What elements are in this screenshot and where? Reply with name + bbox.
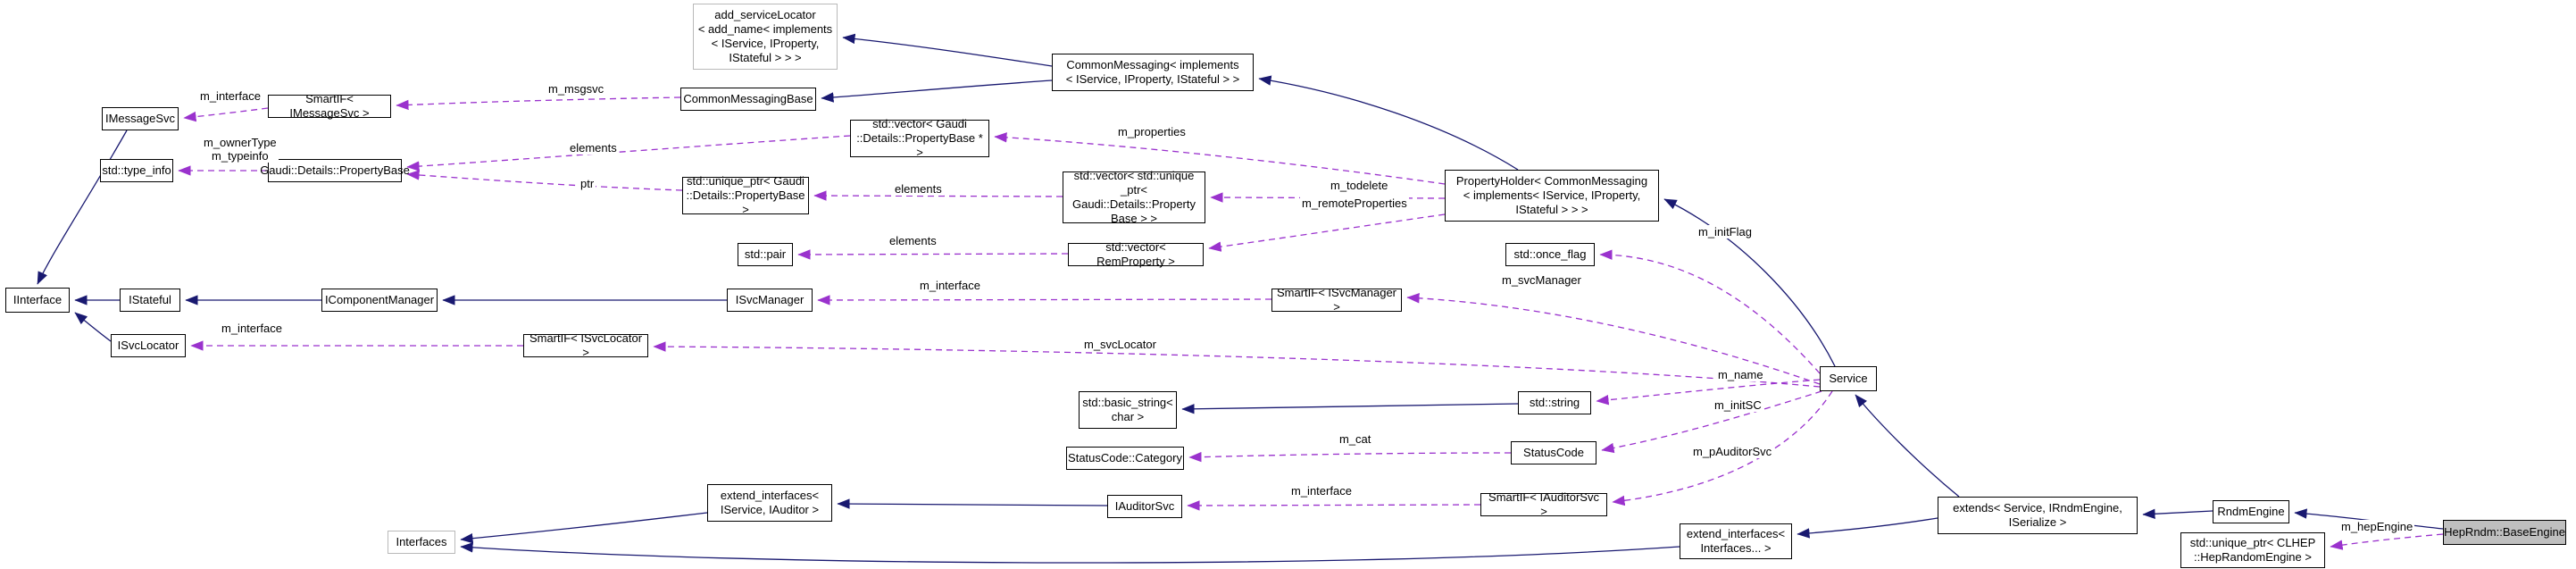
node-smartif-imessagesvc[interactable]: SmartIF< IMessageSvc >: [268, 92, 391, 120]
edge-smartif-iauditorsvc-to-iauditorsvc: [1187, 500, 1481, 511]
node-extend-interfaces-iservice-iauditor[interactable]: extend_interfaces< IService, IAuditor >: [707, 484, 832, 522]
node-iauditorsvc[interactable]: IAuditorSvc: [1107, 495, 1182, 518]
node-iinterface[interactable]: IInterface: [5, 288, 70, 313]
node-extend-interfaces-interfaces[interactable]: extend_interfaces< Interfaces... >: [1680, 523, 1792, 559]
edge-propertyholder-to-commonmessaging: [1258, 75, 1519, 171]
edge-label-elements-std-unique-ptr-propertybase: elements: [893, 182, 944, 196]
node-commonmessagingbase[interactable]: CommonMessagingBase: [680, 88, 816, 111]
edge-label-m-svcmanager-smartif-isvcmanager: m_svcManager: [1500, 273, 1583, 287]
edge-label-m-interface-imessagesvc: m_interface: [198, 89, 263, 103]
node-istateful[interactable]: IStateful: [120, 289, 180, 312]
node-std-type-info[interactable]: std::type_info: [100, 159, 173, 182]
edge-label-m-ownertype-m-typeinfo-std-type-info: m_ownerType m_typeinfo: [202, 136, 279, 163]
node-statuscode-category[interactable]: StatusCode::Category: [1066, 447, 1184, 470]
edge-label-m-name-std-string: m_name: [1716, 368, 1765, 381]
edge-commonmessagingbase-to-smartif-imessagesvc: [396, 96, 681, 111]
edge-service-to-smartif-isvcmanager: [1406, 293, 1821, 385]
node-std-once-flag[interactable]: std::once_flag: [1505, 243, 1595, 266]
node-std-unique-ptr-clhep-heprandomengine[interactable]: std::unique_ptr< CLHEP ::HepRandomEngine…: [2180, 532, 2325, 568]
edge-extend-interfaces-interfaces-to-interfaces: [460, 542, 1680, 564]
edge-commonmessaging-to-add-servicelocator: [842, 33, 1053, 67]
edge-service-to-std-string: [1596, 379, 1821, 406]
node-std-basic-string-char[interactable]: std::basic_string< char >: [1079, 391, 1177, 429]
edge-imessagesvc-to-iinterface: [37, 130, 128, 285]
edge-statuscode-to-statuscode-category: [1188, 451, 1512, 463]
node-commonmessaging[interactable]: CommonMessaging< implements < IService, …: [1052, 54, 1254, 91]
node-add-servicelocator: add_serviceLocator < add_name< implement…: [693, 4, 838, 70]
edge-label-m-pauditorsvc-smartif-iauditorsvc: m_pAuditorSvc: [1691, 445, 1774, 458]
edge-service-to-propertyholder: [1663, 198, 1836, 367]
edge-std-unique-ptr-propertybase-to-gaudi-details-propertybase: [406, 170, 683, 191]
edge-isvclocator-to-iinterface: [74, 312, 112, 342]
edge-label-m-todelete-std-vector-unique-ptr-propertybase: m_todelete: [1329, 179, 1390, 192]
node-propertyholder[interactable]: PropertyHolder< CommonMessaging < implem…: [1445, 170, 1659, 222]
edge-std-vector-remproperty-to-std-pair: [797, 249, 1069, 260]
edge-extend-interfaces-iservice-iauditor-to-interfaces: [460, 512, 708, 544]
node-smartif-isvclocator[interactable]: SmartIF< ISvcLocator >: [523, 331, 648, 359]
node-smartif-isvcmanager[interactable]: SmartIF< ISvcManager >: [1271, 286, 1402, 314]
edge-std-vector-propertybase-ptr-to-gaudi-details-propertybase: [406, 135, 851, 172]
edge-smartif-imessagesvc-to-imessagesvc: [183, 107, 269, 122]
edge-label-ptr-gaudi-details-propertybase: ptr: [579, 177, 596, 190]
node-rndmengine[interactable]: RndmEngine: [2213, 500, 2289, 523]
edge-rndmengine-to-extends-service-irndmengine-iserialize: [2142, 508, 2213, 520]
edge-service-to-smartif-isvclocator: [653, 341, 1821, 388]
edge-label-m-properties-std-vector-propertybase-ptr: m_properties: [1116, 125, 1188, 138]
edge-label-m-msgsvc-smartif-imessagesvc: m_msgsvc: [546, 82, 606, 96]
edge-commonmessaging-to-commonmessagingbase: [821, 79, 1053, 103]
edge-propertyholder-to-std-vector-propertybase-ptr: [994, 132, 1446, 185]
node-icomponentmanager[interactable]: IComponentManager: [321, 289, 438, 312]
node-std-vector-unique-ptr-propertybase[interactable]: std::vector< std::unique _ptr< Gaudi::De…: [1063, 169, 1205, 225]
edge-extends-service-irndmengine-iserialize-to-service: [1855, 394, 1960, 498]
edge-propertyholder-to-std-vector-unique-ptr-propertybase: [1210, 192, 1446, 203]
node-std-vector-propertybase-ptr[interactable]: std::vector< Gaudi ::Details::PropertyBa…: [850, 117, 989, 159]
edge-std-vector-unique-ptr-propertybase-to-std-unique-ptr-propertybase: [813, 190, 1063, 201]
edge-std-string-to-std-basic-string-char: [1181, 403, 1519, 414]
edge-label-m-svclocator-smartif-isvclocator: m_svcLocator: [1082, 338, 1158, 351]
node-imessagesvc[interactable]: IMessageSvc: [102, 107, 179, 130]
node-service[interactable]: Service: [1820, 366, 1877, 391]
node-heprndm-baseengine: HepRndm::BaseEngine: [2443, 520, 2566, 545]
node-std-pair[interactable]: std::pair: [738, 243, 793, 266]
edge-label-m-initflag-std-once-flag: m_initFlag: [1696, 225, 1754, 238]
edge-label-m-interface-isvcmanager: m_interface: [918, 279, 982, 292]
node-interfaces: Interfaces: [388, 531, 455, 554]
edge-label-m-interface-iauditorsvc: m_interface: [1289, 484, 1354, 498]
edge-label-m-initsc-statuscode: m_initSC: [1713, 398, 1763, 412]
edge-service-to-statuscode: [1601, 390, 1822, 454]
edge-smartif-isvcmanager-to-isvcmanager: [817, 295, 1272, 305]
node-smartif-iauditorsvc[interactable]: SmartIF< IAuditorSvc >: [1480, 490, 1607, 518]
node-statuscode[interactable]: StatusCode: [1511, 441, 1596, 464]
node-isvclocator[interactable]: ISvcLocator: [111, 334, 186, 357]
edge-label-elements-gaudi-details-propertybase: elements: [568, 141, 619, 155]
node-std-string[interactable]: std::string: [1518, 391, 1591, 414]
node-isvcmanager[interactable]: ISvcManager: [727, 289, 813, 312]
node-std-unique-ptr-propertybase[interactable]: std::unique_ptr< Gaudi ::Details::Proper…: [682, 174, 809, 216]
edge-service-to-std-once-flag: [1599, 249, 1821, 374]
edge-label-m-cat-statuscode-category: m_cat: [1338, 432, 1373, 446]
node-extends-service-irndmengine-iserialize[interactable]: extends< Service, IRndmEngine, ISerializ…: [1938, 497, 2138, 534]
edge-label-m-hepengine-std-unique-ptr-clhep-heprandomengine: m_hepEngine: [2339, 520, 2415, 533]
edge-label-elements-std-pair: elements: [888, 234, 938, 247]
node-std-vector-remproperty[interactable]: std::vector< RemProperty >: [1068, 240, 1204, 268]
edge-iauditorsvc-to-extend-interfaces-iservice-iauditor: [837, 498, 1108, 509]
edge-service-to-smartif-iauditorsvc: [1612, 390, 1833, 506]
edge-heprndm-baseengine-to-std-unique-ptr-clhep-heprandomengine: [2330, 533, 2444, 550]
edge-extends-service-irndmengine-iserialize-to-extend-interfaces-interfaces: [1797, 517, 1938, 539]
edge-label-m-interface-isvclocator: m_interface: [220, 322, 284, 335]
node-gaudi-details-propertybase[interactable]: Gaudi::Details::PropertyBase: [260, 159, 410, 182]
edge-label-m-remoteproperties-std-vector-remproperty: m_remoteProperties: [1300, 197, 1409, 210]
edge-propertyholder-to-std-vector-remproperty: [1208, 213, 1446, 252]
